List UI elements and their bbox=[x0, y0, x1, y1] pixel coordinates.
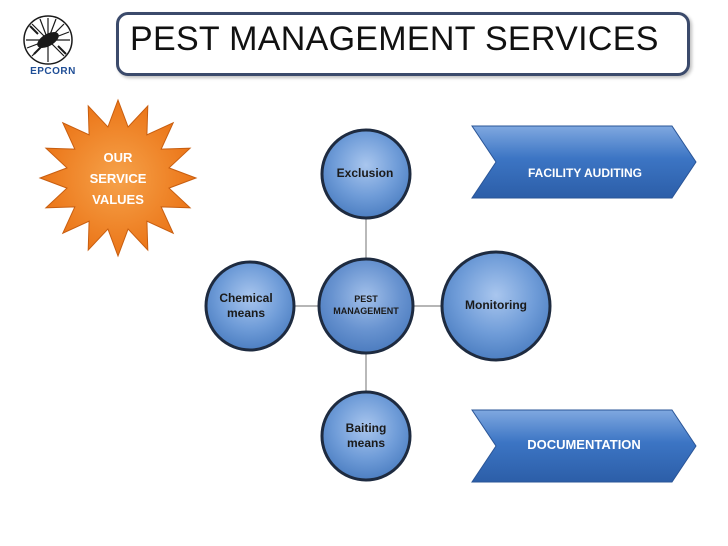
title-box bbox=[116, 12, 690, 76]
logo-text: EPCORN bbox=[30, 66, 76, 77]
node-baiting-means: Baiting means bbox=[320, 390, 412, 482]
connector-lines bbox=[294, 218, 442, 392]
star-burst-icon bbox=[38, 98, 198, 258]
hub-label-1: PEST bbox=[354, 294, 378, 304]
bug-emblem-icon bbox=[23, 15, 73, 65]
badge-line-1: OUR bbox=[104, 150, 134, 165]
arrow-facility-auditing: FACILITY AUDITING bbox=[471, 125, 697, 199]
epcorn-logo bbox=[12, 10, 92, 90]
badge-line-2: SERVICE bbox=[90, 171, 147, 186]
node-chemical-label-2: means bbox=[227, 306, 265, 320]
page-title: PEST MANAGEMENT SERVICES bbox=[130, 20, 659, 58]
node-monitoring-label: Monitoring bbox=[465, 298, 527, 312]
node-baiting-label-2: means bbox=[347, 436, 385, 450]
arrow-documentation: DOCUMENTATION bbox=[471, 409, 697, 483]
node-pest-management: PEST MANAGEMENT bbox=[317, 257, 415, 355]
node-chemical-label-1: Chemical bbox=[219, 291, 272, 305]
node-monitoring: Monitoring bbox=[440, 250, 552, 362]
node-baiting-label-1: Baiting bbox=[346, 421, 387, 435]
hub-label-2: MANAGEMENT bbox=[333, 306, 399, 316]
badge-line-3: VALUES bbox=[92, 192, 144, 207]
node-exclusion: Exclusion bbox=[320, 128, 412, 220]
arrow-top-label: FACILITY AUDITING bbox=[528, 166, 642, 180]
node-chemical-means: Chemical means bbox=[204, 260, 296, 352]
service-values-badge: OUR SERVICE VALUES bbox=[38, 98, 198, 258]
arrow-bottom-label: DOCUMENTATION bbox=[527, 437, 641, 452]
node-exclusion-label: Exclusion bbox=[337, 166, 394, 180]
